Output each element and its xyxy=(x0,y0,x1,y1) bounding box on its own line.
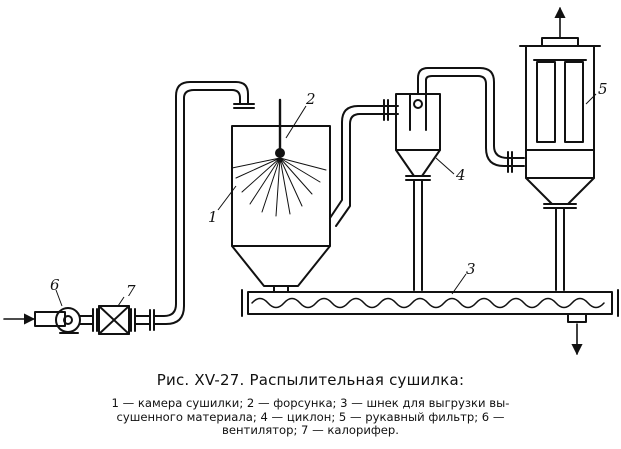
callout-3: 3 xyxy=(466,260,476,278)
air-heater xyxy=(92,305,136,335)
callout-6: 6 xyxy=(50,276,60,294)
duct-to-bag-filter xyxy=(417,67,525,173)
callout-7: 7 xyxy=(126,282,136,300)
spray-dryer-schematic: 1 2 4 3 5 6 7 xyxy=(3,6,619,356)
hot-air-duct xyxy=(135,81,255,331)
cyclone xyxy=(395,93,441,291)
exhaust-duct-to-cyclone xyxy=(329,99,399,227)
figure-caption-title: Рис. XV-27. Распылительная сушилка: xyxy=(156,371,465,389)
callout-2: 2 xyxy=(305,90,316,108)
callouts: 1 2 4 3 5 6 7 xyxy=(50,80,608,300)
callout-4: 4 xyxy=(455,166,466,184)
figure-legend: 1 — камера сушилки; 2 — форсунка; 3 — шн… xyxy=(14,396,607,438)
fan xyxy=(34,307,93,334)
bag-filter xyxy=(519,6,601,291)
legend-line: вентилятор; 7 — калорифер. xyxy=(222,423,399,437)
spray-jets xyxy=(231,157,327,217)
legend-line: сушенного материала; 4 — циклон; 5 — рук… xyxy=(116,409,505,424)
callout-1: 1 xyxy=(208,208,218,226)
spray-nozzle xyxy=(231,98,327,217)
callout-leaders xyxy=(55,93,597,307)
callout-5: 5 xyxy=(598,80,608,98)
legend-line: 1 — камера сушилки; 2 — форсунка; 3 — шн… xyxy=(111,396,510,410)
screw-conveyor xyxy=(241,289,619,356)
